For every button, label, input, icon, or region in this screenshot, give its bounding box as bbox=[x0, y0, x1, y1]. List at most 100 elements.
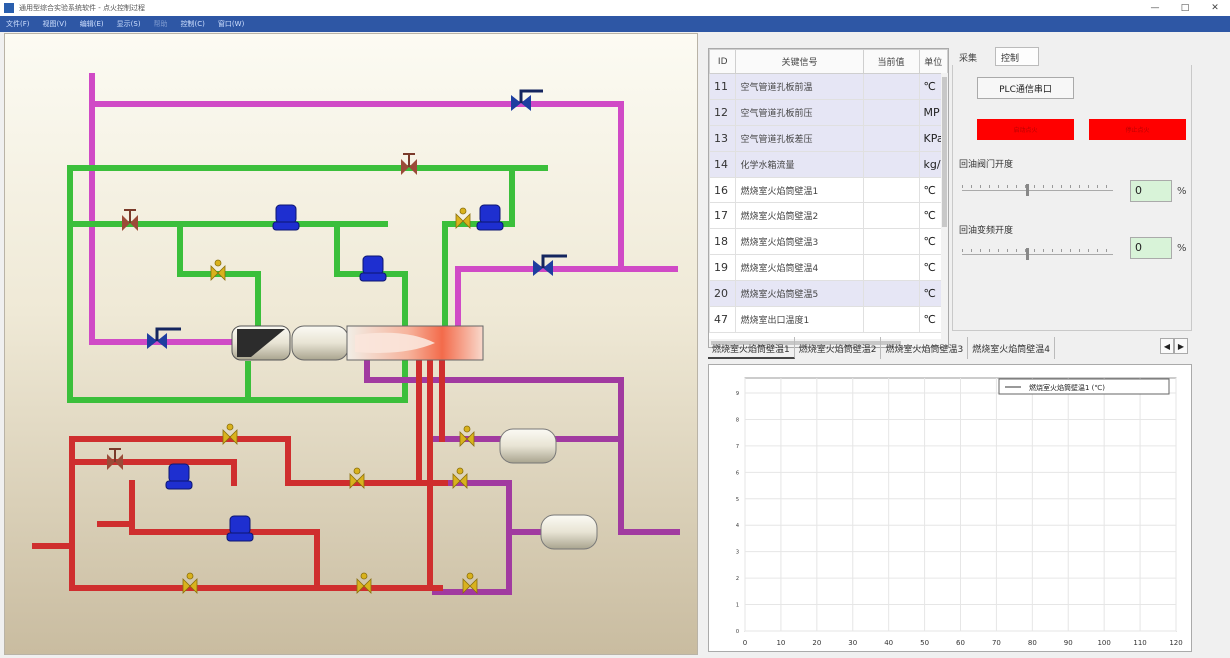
col-header-value[interactable]: 当前值 bbox=[862, 49, 920, 74]
table-horizontal-scrollbar[interactable] bbox=[709, 339, 948, 347]
percent-label: % bbox=[1177, 186, 1187, 197]
storage-tank-1 bbox=[499, 428, 557, 464]
tab-chart-wall-temp-2[interactable]: 燃烧室火焰筒壁温2 bbox=[795, 337, 882, 359]
col-header-id[interactable]: ID bbox=[709, 49, 737, 74]
minimize-button[interactable]: — bbox=[1150, 3, 1160, 13]
tab-chart-wall-temp-4[interactable]: 燃烧室火焰筒壁温4 bbox=[968, 337, 1055, 359]
tab-chart-wall-temp-3[interactable]: 燃烧室火焰筒壁温3 bbox=[881, 337, 969, 359]
menu-window[interactable]: 窗口(W) bbox=[217, 20, 245, 28]
slider-thumb[interactable] bbox=[1026, 248, 1029, 260]
col-header-signal[interactable]: 关键信号 bbox=[735, 49, 864, 74]
table-cell-name: 空气管道孔板前压 bbox=[735, 98, 864, 126]
pump-icon[interactable] bbox=[359, 255, 387, 282]
pump-icon[interactable] bbox=[226, 515, 254, 542]
pump-icon[interactable] bbox=[272, 204, 300, 231]
table-header-row: ID 关键信号 当前值 单位 bbox=[709, 49, 948, 74]
valve-icon[interactable] bbox=[107, 448, 123, 470]
close-button[interactable]: ✕ bbox=[1211, 3, 1219, 13]
table-cell-value bbox=[862, 124, 920, 152]
valve-icon[interactable] bbox=[462, 572, 478, 594]
maximize-button[interactable]: □ bbox=[1180, 3, 1190, 13]
x-tick-label: 10 bbox=[776, 639, 785, 647]
valve-icon[interactable] bbox=[455, 207, 471, 229]
scrollbar-thumb[interactable] bbox=[942, 77, 947, 227]
return-frequency-slider[interactable] bbox=[962, 247, 1113, 261]
menu-help[interactable]: 帮助 bbox=[153, 20, 168, 28]
table-cell-id: 47 bbox=[709, 306, 737, 333]
slider-thumb[interactable] bbox=[1026, 184, 1029, 196]
tab-scroll-right-icon[interactable]: ▶ bbox=[1174, 338, 1188, 354]
valve-icon[interactable] bbox=[222, 423, 238, 445]
table-cell-id: 11 bbox=[709, 73, 737, 100]
menu-edit[interactable]: 编辑(E) bbox=[79, 20, 104, 28]
menu-control[interactable]: 控制(C) bbox=[180, 20, 205, 28]
slider2-label: 回油变频开度 bbox=[959, 226, 1014, 236]
tab-control[interactable]: 控制 bbox=[995, 47, 1039, 66]
table-cell-name: 燃烧室火焰筒壁温5 bbox=[735, 280, 864, 308]
valve-icon[interactable] bbox=[401, 153, 417, 175]
table-cell-id: 18 bbox=[709, 228, 737, 256]
valve-icon[interactable] bbox=[459, 425, 475, 447]
table-cell-name: 燃烧室火焰筒壁温1 bbox=[735, 176, 864, 204]
valve-icon[interactable] bbox=[452, 467, 468, 489]
pump-icon[interactable] bbox=[476, 204, 504, 231]
ignition-stop-button[interactable]: 停止点火 bbox=[1089, 119, 1186, 140]
table-cell-name: 化学水箱流量 bbox=[735, 150, 864, 178]
tab-collect[interactable]: 采集 bbox=[959, 54, 978, 64]
x-tick-label: 90 bbox=[1064, 639, 1073, 647]
table-cell-id: 20 bbox=[709, 280, 737, 308]
tab-chart-wall-temp-1[interactable]: 燃烧室火焰筒壁温1 bbox=[708, 337, 795, 359]
valve-icon[interactable] bbox=[349, 467, 365, 489]
return-valve-slider[interactable] bbox=[962, 183, 1113, 197]
col-header-unit[interactable]: 单位 bbox=[918, 49, 948, 74]
ignition-start-button[interactable]: 启动点火 bbox=[977, 119, 1074, 140]
slider1-label: 回油阀门开度 bbox=[959, 160, 1014, 170]
table-cell-name: 空气管道孔板差压 bbox=[735, 124, 864, 152]
valve-icon[interactable] bbox=[533, 254, 567, 276]
table-cell-value bbox=[862, 254, 920, 282]
yellow-valves bbox=[182, 207, 478, 594]
table-cell-id: 17 bbox=[709, 202, 737, 230]
pump-icon[interactable] bbox=[165, 463, 193, 490]
scrollbar-thumb[interactable] bbox=[711, 341, 901, 345]
x-tick-label: 70 bbox=[992, 639, 1001, 647]
x-tick-label: 120 bbox=[1169, 639, 1182, 647]
table-cell-name: 燃烧室火焰筒壁温3 bbox=[735, 228, 864, 256]
menu-file[interactable]: 文件(F) bbox=[6, 20, 30, 28]
valve-icon[interactable] bbox=[147, 327, 181, 349]
menu-display[interactable]: 显示(S) bbox=[116, 20, 141, 28]
valve-icon[interactable] bbox=[210, 259, 226, 281]
legend-box bbox=[998, 378, 1170, 395]
valve-icon[interactable] bbox=[511, 89, 543, 111]
x-tick-label: 110 bbox=[1133, 639, 1146, 647]
navy-valves bbox=[147, 89, 567, 349]
menu-view[interactable]: 视图(V) bbox=[42, 20, 67, 28]
tab-scroll-left-icon[interactable]: ◀ bbox=[1160, 338, 1174, 354]
slider2-value-field[interactable]: 0 bbox=[1130, 237, 1172, 259]
table-cell-name: 空气管道孔板前温 bbox=[735, 73, 864, 100]
valve-icon[interactable] bbox=[182, 572, 198, 594]
table-vertical-scrollbar[interactable] bbox=[941, 73, 948, 339]
mixing-chamber bbox=[291, 325, 349, 361]
table-cell-value bbox=[862, 98, 920, 126]
y-tick-label: 1 bbox=[736, 603, 739, 609]
plc-serial-button[interactable]: PLC通信串口 bbox=[977, 77, 1074, 99]
valve-icon[interactable] bbox=[356, 572, 372, 594]
valve-icon[interactable] bbox=[122, 209, 138, 231]
control-panel bbox=[952, 65, 1192, 331]
slider1-value-field[interactable]: 0 bbox=[1130, 180, 1172, 202]
